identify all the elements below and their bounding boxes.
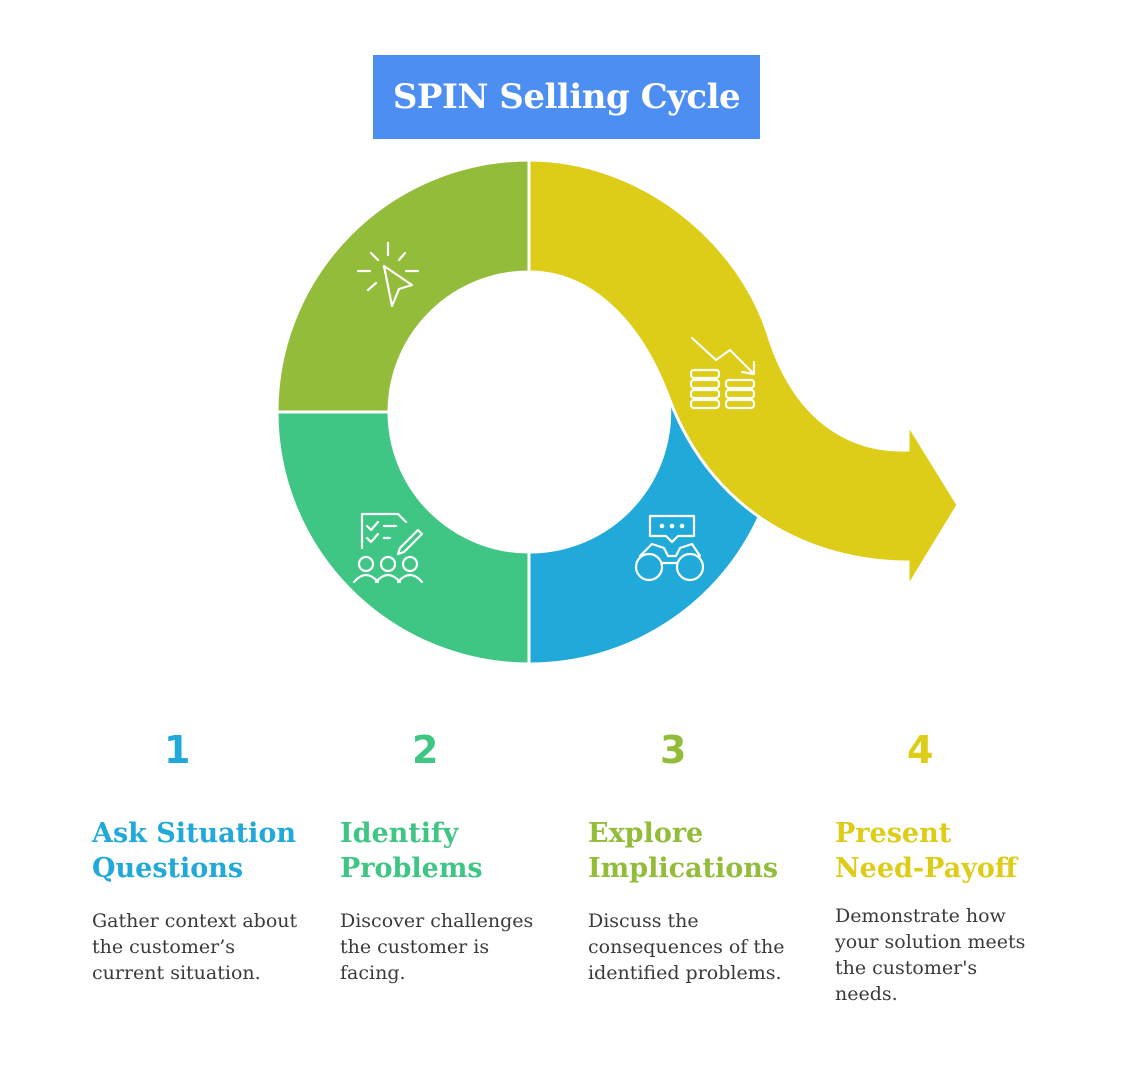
- desc-line: Discover challenges: [340, 910, 534, 932]
- step-title: Explore Implications: [588, 816, 828, 886]
- step-title-line: Need-Payoff: [835, 853, 1018, 884]
- step-description: Demonstrate how your solution meets the …: [835, 903, 1050, 1007]
- step-title-line: Problems: [340, 853, 483, 884]
- checklist-team-icon: [352, 512, 424, 584]
- step-title-line: Ask Situation: [92, 818, 296, 849]
- segment-problems: [275, 410, 531, 666]
- desc-line: the customer is: [340, 936, 490, 958]
- desc-line: identified problems.: [588, 962, 782, 984]
- step-title: Ask Situation Questions: [92, 816, 332, 886]
- desc-line: needs.: [835, 983, 898, 1005]
- step-title: Identify Problems: [340, 816, 580, 886]
- desc-line: your solution meets: [835, 931, 1026, 953]
- binoculars-chat-icon: [634, 514, 705, 582]
- desc-line: consequences of the: [588, 936, 785, 958]
- step-description: Discuss the consequences of the identifi…: [588, 908, 803, 986]
- spin-cycle-diagram: [275, 158, 960, 666]
- desc-line: Discuss the: [588, 910, 699, 932]
- title-banner: SPIN Selling Cycle: [373, 55, 760, 139]
- step-number: 3: [660, 728, 687, 772]
- step-title-line: Questions: [92, 853, 244, 884]
- segment-needpayoff-arrow: [527, 158, 960, 593]
- step-title-line: Explore: [588, 818, 704, 849]
- diagram-title: SPIN Selling Cycle: [392, 77, 741, 117]
- step-description: Gather context about the customer’s curr…: [92, 908, 307, 986]
- step-title-line: Implications: [588, 853, 779, 884]
- coins-decline-icon: [689, 336, 756, 410]
- desc-line: Demonstrate how: [835, 905, 1006, 927]
- step-number: 2: [412, 728, 439, 772]
- desc-line: current situation.: [92, 962, 261, 984]
- desc-line: the customer’s: [92, 936, 235, 958]
- step-description: Discover challenges the customer is faci…: [340, 908, 555, 986]
- desc-line: the customer's: [835, 957, 978, 979]
- step-title: Present Need-Payoff: [835, 816, 1075, 886]
- cursor-click-icon: [356, 241, 420, 308]
- step-number: 4: [907, 728, 934, 772]
- step-title-line: Present: [835, 818, 952, 849]
- desc-line: facing.: [340, 962, 406, 984]
- step-number: 1: [164, 728, 191, 772]
- desc-line: Gather context about: [92, 910, 298, 932]
- segment-situation: [275, 158, 531, 414]
- step-title-line: Identify: [340, 818, 459, 849]
